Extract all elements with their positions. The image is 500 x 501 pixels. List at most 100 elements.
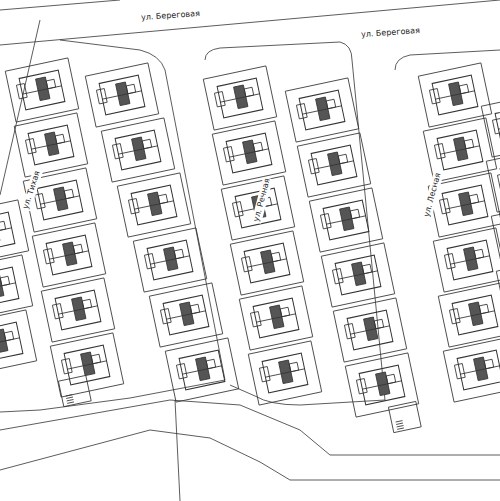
street-name: ул. Береговая	[139, 9, 200, 23]
plot	[14, 113, 87, 177]
house-wing	[160, 309, 171, 324]
house-wing	[250, 312, 261, 327]
plot-boundary	[491, 203, 500, 267]
plot	[345, 353, 418, 417]
house-wing	[444, 254, 455, 269]
plot-boundary	[212, 121, 285, 185]
house-wall	[460, 366, 499, 374]
house-wall	[31, 141, 70, 149]
plot	[438, 283, 500, 347]
house-wall	[362, 381, 401, 389]
plot	[285, 78, 358, 142]
house-wing	[96, 89, 107, 104]
house-wall	[67, 361, 106, 369]
small-building	[388, 401, 421, 432]
house-wall	[314, 161, 353, 169]
house-wall	[350, 326, 389, 334]
house-wall	[220, 94, 259, 102]
plot	[41, 278, 114, 342]
street-name: ул. Береговая	[359, 26, 420, 40]
house-wall	[102, 91, 141, 99]
house-wing	[176, 364, 187, 379]
plot-boundary	[345, 353, 418, 417]
plot-boundary	[285, 78, 358, 142]
plot	[239, 286, 312, 350]
plot	[433, 228, 500, 292]
house-wing	[356, 379, 367, 394]
house-wall	[440, 146, 479, 154]
house-wall	[40, 196, 79, 204]
plot-boundary	[297, 133, 370, 197]
plot-boundary	[203, 66, 276, 130]
plot-boundary	[50, 333, 123, 397]
plot	[486, 148, 500, 212]
plot	[117, 173, 190, 237]
plot	[321, 243, 394, 307]
house-wall	[0, 283, 16, 291]
plot	[32, 223, 105, 287]
plot	[388, 401, 421, 432]
house-wing	[241, 257, 252, 272]
plot	[203, 66, 276, 130]
plot	[0, 310, 37, 374]
plot	[297, 133, 370, 197]
stair	[397, 428, 404, 429]
house-wing	[128, 199, 139, 214]
house-wall	[22, 86, 61, 94]
plot	[5, 58, 78, 122]
house-wall	[455, 311, 494, 319]
plot	[85, 63, 158, 127]
plot-boundary	[41, 278, 114, 342]
house-wall	[150, 256, 189, 264]
plot	[50, 333, 123, 397]
house-wall	[435, 91, 474, 99]
stair	[396, 421, 403, 422]
house-wall	[445, 201, 484, 209]
house-wing	[492, 119, 500, 134]
house-wall	[338, 271, 377, 279]
plot	[491, 203, 500, 267]
house-wing	[223, 147, 234, 162]
house-wall	[265, 369, 304, 377]
house-wing	[34, 194, 45, 209]
plot	[309, 188, 382, 252]
plot-boundary	[221, 176, 294, 240]
plot	[101, 118, 174, 182]
plot-outlines	[0, 58, 500, 433]
plot-boundary	[438, 283, 500, 347]
plot-boundary	[486, 148, 500, 212]
plot	[418, 63, 491, 127]
stair	[67, 402, 74, 403]
plot-boundary	[443, 338, 500, 402]
house-wing	[61, 359, 72, 374]
plot	[230, 231, 303, 295]
house-wing	[214, 92, 225, 107]
plot-boundary	[165, 338, 238, 402]
house-wing	[308, 159, 319, 174]
house-wing	[43, 249, 54, 264]
house-wing	[434, 144, 445, 159]
stair	[397, 425, 404, 426]
house-wing	[454, 364, 465, 379]
house-wing	[332, 269, 343, 284]
plot-boundary	[14, 113, 87, 177]
plot	[212, 121, 285, 185]
stair	[66, 397, 73, 398]
plot-boundary	[248, 341, 321, 405]
plot	[221, 176, 294, 240]
plot-boundary	[0, 310, 37, 374]
street-name: ул. Лесная	[422, 171, 444, 219]
plot-boundary	[321, 243, 394, 307]
house-wall	[450, 256, 489, 264]
plot-boundary	[418, 63, 491, 127]
stair	[67, 399, 74, 400]
house-wall	[247, 259, 286, 267]
stair	[66, 395, 73, 396]
plot	[248, 341, 321, 405]
house-wing	[144, 254, 155, 269]
house-wall	[326, 216, 365, 224]
plot	[333, 298, 406, 362]
house-wall	[498, 121, 500, 129]
